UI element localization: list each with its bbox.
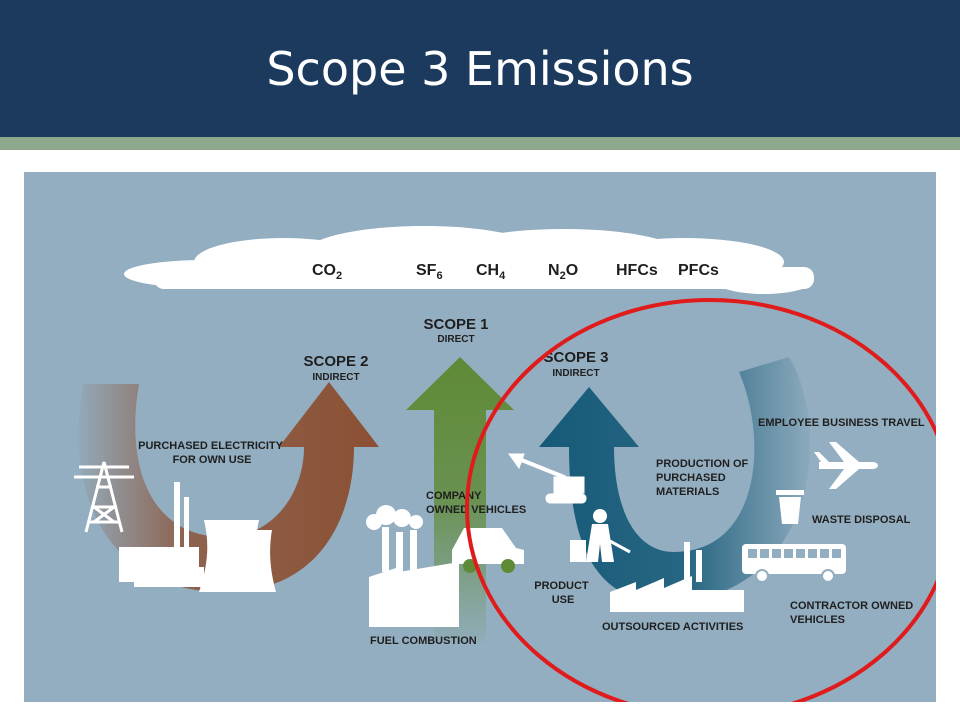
scope1-title: SCOPE 1 (423, 316, 488, 333)
scope3-title: SCOPE 3 (543, 349, 608, 366)
airplane-icon (814, 442, 878, 489)
emissions-cloud (124, 226, 814, 294)
purchased-electricity-label: PURCHASED ELECTRICITY FOR OWN USE (138, 440, 286, 466)
gas-n2o: N2O (548, 262, 578, 282)
gas-sf6: SF6 (416, 262, 443, 282)
trash-can-icon (776, 490, 804, 524)
gas-pfcs: PFCs (678, 262, 719, 279)
bus-icon (742, 544, 846, 583)
scope1-arrow (406, 357, 514, 642)
header-bar (0, 0, 960, 137)
outsourced-factory-icon (610, 542, 744, 612)
gas-list: CO2 SF6 CH4 N2O HFCs PFCs (312, 262, 719, 282)
scope-diagram: CO2 SF6 CH4 N2O HFCs PFCs SCOPE 1 DIRECT… (24, 172, 936, 702)
scope2-subtitle: INDIRECT (312, 372, 359, 383)
waste-disposal-label: WASTE DISPOSAL (812, 514, 911, 526)
scope2-arrow (78, 382, 379, 592)
cooling-tower-icon (119, 482, 276, 592)
slide-title: Scope 3 Emissions (266, 41, 694, 96)
outsourced-activities-label: OUTSOURCED ACTIVITIES (602, 621, 743, 633)
worker-icon (570, 509, 631, 562)
fuel-combustion-label: FUEL COMBUSTION (370, 635, 477, 647)
employee-travel-label: EMPLOYEE BUSINESS TRAVEL (758, 417, 925, 429)
gas-co2: CO2 (312, 262, 342, 282)
product-use-label: PRODUCT USE (534, 580, 591, 606)
scope2-title: SCOPE 2 (303, 353, 368, 370)
factory-icon (366, 505, 459, 627)
transmission-tower-icon (74, 461, 134, 533)
excavator-icon (508, 453, 587, 504)
scope1-subtitle: DIRECT (437, 334, 474, 345)
gas-ch4: CH4 (476, 262, 506, 282)
gas-hfcs: HFCs (616, 262, 658, 279)
accent-stripe (0, 137, 960, 150)
production-materials-label: PRODUCTION OF PURCHASED MATERIALS (656, 458, 751, 498)
scope3-highlight-circle (465, 298, 936, 702)
scope3-subtitle: INDIRECT (552, 368, 599, 379)
contractor-vehicles-label: CONTRACTOR OWNED VEHICLES (790, 600, 916, 626)
